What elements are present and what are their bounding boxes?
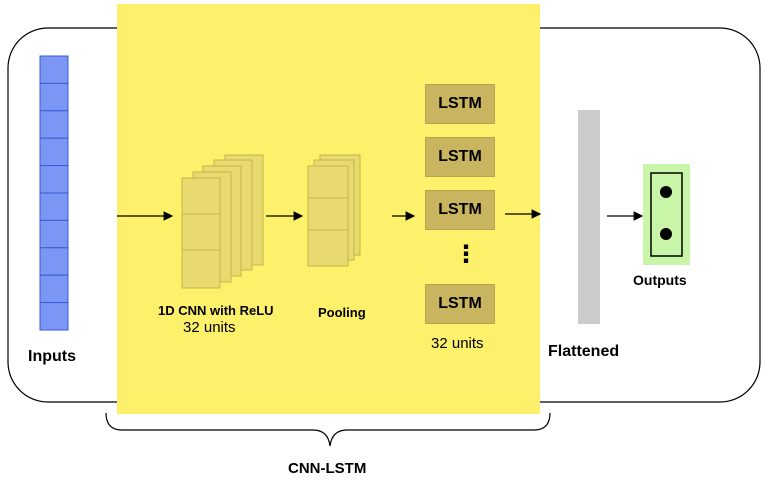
cnn-front-layer [181,177,221,289]
pooling-stack [307,154,361,267]
input-cell [39,302,69,331]
lstm-cell-2: LSTM [425,137,495,177]
flattened-bar [578,110,600,324]
inputs-column [39,55,69,331]
cnn-lstm-label: CNN-LSTM [288,460,367,477]
cnn-stack [181,154,264,289]
outputs-node [643,164,690,265]
pooling-label: Pooling [318,305,366,320]
outputs-label: Outputs [633,272,687,288]
output-node-1 [660,186,672,198]
lstm-cell-4: LSTM [425,284,495,324]
lstm-cell-3: LSTM [425,190,495,230]
input-cell [39,247,69,276]
cnn-units-label: 32 units [183,319,236,336]
outputs-background [643,164,690,265]
input-cell [39,192,69,221]
cnn-title-label: 1D CNN with ReLU [158,303,274,318]
input-cell [39,165,69,194]
output-node-2 [660,228,672,240]
flattened-label: Flattened [548,343,620,360]
pooling-front-layer [307,165,349,267]
outputs-box [650,172,683,257]
input-cell [39,82,69,112]
input-cell [39,219,69,249]
lstm-cell-1: LSTM [425,84,495,124]
input-cell [39,55,69,84]
lstm-units-label: 32 units [431,335,484,352]
input-cell [39,274,69,304]
input-cell [39,110,69,139]
input-cell [39,137,69,167]
inputs-label: Inputs [28,348,76,365]
cnn-lstm-brace [105,412,551,447]
lstm-ellipsis: ⋮ [454,241,478,268]
